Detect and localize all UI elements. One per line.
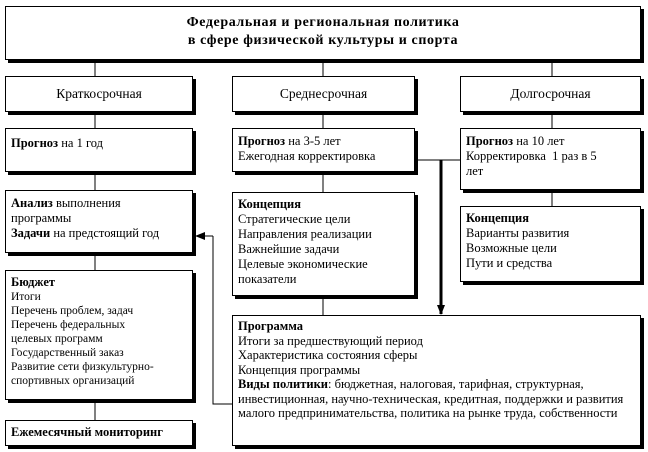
monitoring-label: Ежемесячный мониторинг [11, 425, 163, 439]
long-forecast-bold: Прогноз [466, 134, 514, 148]
mid-forecast-line-2: Ежегодная корректировка [238, 149, 376, 163]
program-item: Итоги за предшествующий период [238, 333, 423, 348]
analysis-line-3: Задачи на предстоящий год [11, 226, 187, 241]
long-forecast-rest: на 10 лет [513, 134, 565, 148]
mid-concept-heading: Концепция [238, 197, 302, 211]
analysis-line-2: программы [11, 211, 72, 225]
budget-item: Государственный заказ [11, 347, 124, 359]
long-concept-heading: Концепция [466, 211, 530, 225]
column-header-long: Долгосрочная [460, 76, 641, 112]
long-concept-item: Варианты развития [466, 226, 570, 240]
analysis-box: Анализ выполнения программы Задачи на пр… [5, 190, 193, 253]
program-box: Программа Итоги за предшествующий период… [232, 315, 641, 446]
column-header-long-label: Долгосрочная [510, 86, 591, 101]
column-header-short-label: Краткосрочная [56, 86, 142, 101]
title-box: Федеральная и региональная политика в сф… [5, 6, 641, 60]
long-forecast-line-1: Прогноз на 10 лет [466, 134, 635, 149]
mid-concept-box: Концепция Стратегические цели Направлени… [232, 192, 415, 296]
column-header-mid-label: Среднесрочная [279, 86, 368, 101]
analysis-rest-3: на предстоящий год [50, 226, 160, 240]
mid-forecast-box: Прогноз на 3-5 лет Ежегодная корректиров… [232, 128, 415, 172]
long-forecast-box: Прогноз на 10 лет Корректировка 1 раз в … [460, 128, 641, 190]
long-concept-item: Пути и средства [466, 256, 553, 270]
long-forecast-line-2: Корректировка 1 раз в 5 [466, 149, 597, 163]
budget-item: Развитие сети физкультурно- [11, 361, 154, 373]
budget-item: целевых программ [11, 333, 103, 345]
analysis-bold-3: Задачи [11, 226, 51, 240]
program-policy-rest: : бюджетная, налоговая, тарифная, структ… [238, 377, 624, 420]
long-concept-box: Концепция Варианты развития Возможные це… [460, 206, 641, 282]
program-policy: Виды политики: бюджетная, налоговая, тар… [238, 377, 635, 421]
long-concept-item: Возможные цели [466, 241, 557, 255]
program-heading: Программа [238, 319, 303, 333]
short-forecast-text: Прогноз на 1 год [11, 136, 187, 151]
budget-item: Итоги [11, 291, 41, 303]
mid-concept-item: Стратегические цели [238, 212, 351, 226]
column-header-short: Краткосрочная [5, 76, 193, 112]
budget-box: Бюджет Итоги Перечень проблем, задач Пер… [5, 270, 193, 400]
mid-forecast-rest: на 3-5 лет [285, 134, 341, 148]
program-item: Характеристика состояния сферы [238, 348, 418, 362]
program-item: Концепция программы [238, 362, 361, 377]
column-header-mid: Среднесрочная [232, 76, 415, 112]
budget-item: Перечень проблем, задач [11, 305, 134, 317]
connector-program-to-analysis [212, 236, 232, 405]
short-forecast-bold: Прогноз [11, 136, 59, 150]
mid-concept-item: Направления реализации [238, 227, 372, 241]
budget-item: Перечень федеральных [11, 319, 126, 331]
budget-heading: Бюджет [11, 275, 56, 289]
short-forecast-box: Прогноз на 1 год [5, 128, 193, 172]
long-forecast-line-3: лет [466, 164, 484, 178]
program-policy-bold: Виды политики [238, 377, 328, 391]
monitoring-box: Ежемесячный мониторинг [5, 420, 193, 446]
mid-concept-item: показатели [238, 272, 297, 286]
title-line-2: в сфере физической культуры и спорта [187, 33, 459, 48]
mid-forecast-bold: Прогноз [238, 134, 286, 148]
mid-concept-item: Важнейшие задачи [238, 242, 340, 256]
analysis-bold-1: Анализ [11, 196, 53, 210]
mid-forecast-line-1: Прогноз на 3-5 лет [238, 134, 409, 149]
budget-item: спортивных организаций [11, 375, 135, 387]
mid-concept-item: Целевые экономические [238, 257, 368, 271]
short-forecast-rest: на 1 год [58, 136, 104, 150]
analysis-line-1: Анализ выполнения [11, 196, 187, 211]
title-line-1: Федеральная и региональная политика [186, 15, 460, 30]
analysis-rest-1: выполнения [52, 196, 121, 210]
